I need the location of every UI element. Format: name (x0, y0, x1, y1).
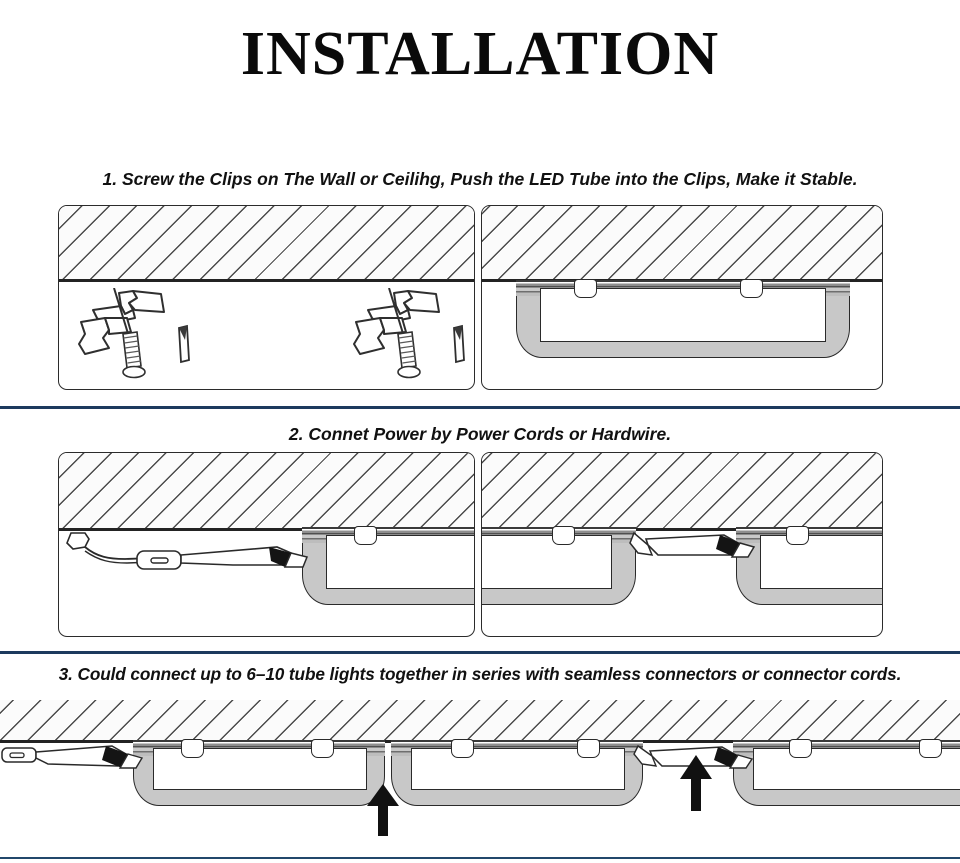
ceiling-hatch (482, 453, 882, 531)
ceiling-hatch (0, 700, 960, 743)
connector-cord (629, 531, 756, 558)
ceiling-hatch (59, 453, 474, 531)
led-tube (482, 526, 636, 609)
clip-saddle (786, 526, 809, 545)
step-1-caption: 1. Screw the Clips on The Wall or Ceilih… (102, 169, 858, 189)
led-tube (302, 526, 474, 609)
clip-saddle (789, 739, 812, 758)
power-cord (66, 532, 309, 570)
tube-seated-panel (481, 205, 883, 390)
up-arrow-icon (367, 784, 399, 836)
section-divider (0, 857, 960, 859)
power-cord (1, 745, 144, 769)
clip-screw-assembly-left (78, 288, 190, 379)
up-arrow-icon (680, 755, 712, 811)
tube-diffuser (326, 535, 474, 589)
connector-cord (633, 744, 754, 769)
hardwire-panel (481, 452, 883, 637)
tube-diffuser (482, 535, 612, 589)
clip-saddle (552, 526, 575, 545)
clip-saddle (574, 279, 597, 298)
ceiling-hatch (59, 206, 474, 282)
led-tube (391, 739, 643, 810)
clip-saddle (919, 739, 942, 758)
series-connection-stage (0, 700, 960, 857)
led-tube (736, 526, 882, 609)
clip-saddle (311, 739, 334, 758)
led-tube (133, 739, 385, 810)
step-3-caption: 3. Could connect up to 6–10 tube lights … (58, 664, 902, 684)
clip-saddle (181, 739, 204, 758)
clip-saddle (451, 739, 474, 758)
clip-saddle (354, 526, 377, 545)
led-tube (516, 279, 850, 362)
clip-saddle (577, 739, 600, 758)
clip-saddle (740, 279, 763, 298)
power-cord-panel (58, 452, 475, 637)
clip-screw-assembly-right (353, 288, 465, 379)
led-tube (733, 739, 960, 810)
section-divider (0, 651, 960, 654)
tube-diffuser (760, 535, 882, 589)
page-title: INSTALLATION (240, 20, 720, 88)
step-2-caption: 2. Connet Power by Power Cords or Hardwi… (288, 424, 672, 444)
ceiling-hatch (482, 206, 882, 282)
screw-clips-panel (58, 205, 475, 390)
section-divider (0, 406, 960, 409)
